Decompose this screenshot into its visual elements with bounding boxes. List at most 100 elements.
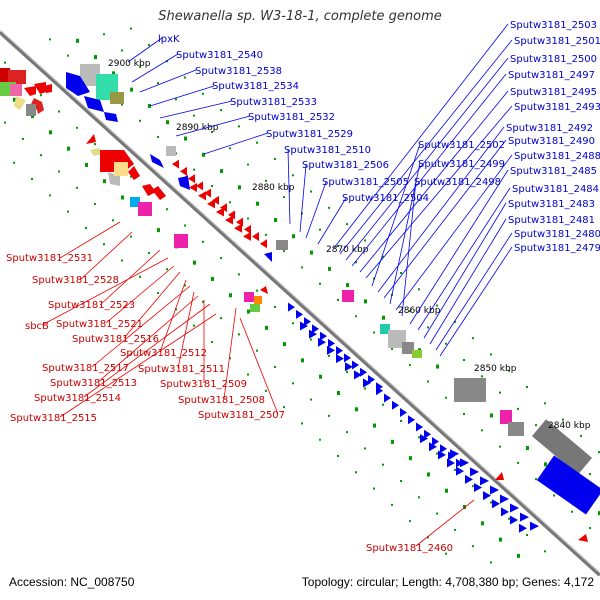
gene-feature[interactable] xyxy=(438,450,446,460)
gene-feature[interactable] xyxy=(344,353,351,363)
gene-label[interactable]: Sputw3181_2511 xyxy=(138,364,225,375)
gene-feature[interactable] xyxy=(412,350,422,358)
gene-feature[interactable] xyxy=(519,523,527,533)
gene-feature[interactable] xyxy=(531,419,593,475)
gene-feature[interactable] xyxy=(296,309,303,319)
gene-feature[interactable] xyxy=(376,386,383,396)
gene-feature[interactable] xyxy=(440,444,447,454)
gene-feature[interactable] xyxy=(142,184,156,196)
gene-feature[interactable] xyxy=(465,474,473,484)
gene-label[interactable]: Sputw3181_2481 xyxy=(508,215,595,226)
gene-feature[interactable] xyxy=(178,176,190,190)
gene-feature[interactable] xyxy=(578,534,588,542)
gene-feature[interactable] xyxy=(66,72,90,96)
gene-feature[interactable] xyxy=(138,202,152,216)
gene-label[interactable]: Sputw3181_2499 xyxy=(418,159,505,170)
gene-label[interactable]: Sputw3181_2504 xyxy=(342,193,429,204)
gene-label[interactable]: Sputw3181_2505 xyxy=(322,177,409,188)
gene-feature[interactable] xyxy=(174,234,188,248)
gene-feature[interactable] xyxy=(328,338,335,348)
gene-feature[interactable] xyxy=(14,96,26,110)
gene-feature[interactable] xyxy=(501,507,509,517)
gene-feature[interactable] xyxy=(402,342,414,354)
gene-label[interactable]: Sputw3181_2523 xyxy=(48,300,135,311)
gene-feature[interactable] xyxy=(424,429,431,439)
gene-feature[interactable] xyxy=(352,360,359,370)
gene-feature[interactable] xyxy=(447,458,455,468)
gene-feature[interactable] xyxy=(207,199,215,209)
gene-feature[interactable] xyxy=(90,148,102,156)
gene-label[interactable]: Sputw3181_2538 xyxy=(195,66,282,77)
gene-feature[interactable] xyxy=(130,197,140,207)
gene-feature[interactable] xyxy=(34,82,46,94)
gene-feature[interactable] xyxy=(152,186,166,200)
gene-feature[interactable] xyxy=(276,240,288,250)
gene-feature[interactable] xyxy=(260,286,268,294)
gene-feature[interactable] xyxy=(166,146,176,156)
gene-feature[interactable] xyxy=(189,183,197,193)
gene-feature[interactable] xyxy=(80,64,100,86)
gene-feature[interactable] xyxy=(44,84,52,93)
gene-label[interactable]: Sputw3181_2513 xyxy=(50,378,137,389)
gene-label[interactable]: Sputw3181_2498 xyxy=(414,177,501,188)
gene-feature[interactable] xyxy=(264,252,272,262)
gene-label[interactable]: Sputw3181_2521 xyxy=(56,319,143,330)
gene-feature[interactable] xyxy=(432,436,439,446)
gene-feature[interactable] xyxy=(36,102,44,114)
gene-feature[interactable] xyxy=(336,346,343,356)
gene-feature[interactable] xyxy=(492,499,500,509)
gene-feature[interactable] xyxy=(304,317,311,327)
gene-feature[interactable] xyxy=(312,324,319,334)
gene-feature[interactable] xyxy=(250,304,260,312)
gene-feature[interactable] xyxy=(196,181,203,191)
gene-feature[interactable] xyxy=(188,174,195,184)
gene-label[interactable]: Sputw3181_2529 xyxy=(266,129,353,140)
gene-feature[interactable] xyxy=(495,472,504,480)
gene-feature[interactable] xyxy=(384,393,391,403)
gene-feature[interactable] xyxy=(508,422,524,436)
gene-feature[interactable] xyxy=(408,415,415,425)
gene-feature[interactable] xyxy=(470,467,479,477)
gene-feature[interactable] xyxy=(180,166,187,176)
gene-label[interactable]: Sputw3181_2506 xyxy=(302,160,389,171)
gene-feature[interactable] xyxy=(288,302,295,312)
gene-label[interactable]: Sputw3181_2497 xyxy=(508,70,595,81)
gene-feature[interactable] xyxy=(234,223,242,233)
gene-feature[interactable] xyxy=(10,84,22,96)
gene-feature[interactable] xyxy=(252,232,259,242)
gene-feature[interactable] xyxy=(363,378,371,388)
gene-label[interactable]: Sputw3181_2500 xyxy=(510,54,597,65)
gene-label[interactable]: Sputw3181_2540 xyxy=(176,50,263,61)
gene-feature[interactable] xyxy=(254,296,262,304)
gene-feature[interactable] xyxy=(24,86,36,96)
gene-feature[interactable] xyxy=(260,239,267,249)
gene-feature[interactable] xyxy=(490,485,499,495)
gene-feature[interactable] xyxy=(460,458,469,468)
gene-feature[interactable] xyxy=(327,345,335,355)
gene-label[interactable]: Sputw3181_2484 xyxy=(512,184,599,195)
gene-feature[interactable] xyxy=(520,512,529,522)
gene-feature[interactable] xyxy=(400,408,407,417)
gene-feature[interactable] xyxy=(500,410,512,424)
gene-label[interactable]: lpxK xyxy=(158,34,180,45)
gene-feature[interactable] xyxy=(536,455,600,515)
gene-label[interactable]: sbcB xyxy=(25,321,49,332)
gene-feature[interactable] xyxy=(300,321,308,331)
gene-label[interactable]: Sputw3181_2493 xyxy=(514,102,600,113)
gene-feature[interactable] xyxy=(128,166,140,180)
gene-feature[interactable] xyxy=(104,112,118,122)
gene-label[interactable]: Sputw3181_2517 xyxy=(42,363,129,374)
gene-feature[interactable] xyxy=(110,92,124,104)
gene-label[interactable]: Sputw3181_2479 xyxy=(514,243,600,254)
gene-label[interactable]: Sputw3181_2460 xyxy=(366,543,453,554)
gene-label[interactable]: Sputw3181_2508 xyxy=(178,395,265,406)
gene-label[interactable]: Sputw3181_2485 xyxy=(510,166,597,177)
gene-feature[interactable] xyxy=(244,292,254,302)
gene-label[interactable]: Sputw3181_2490 xyxy=(508,136,595,147)
gene-label[interactable]: Sputw3181_2501 xyxy=(514,36,600,47)
gene-feature[interactable] xyxy=(204,188,211,198)
gene-feature[interactable] xyxy=(354,370,362,380)
gene-feature[interactable] xyxy=(220,203,227,213)
gene-label[interactable]: Sputw3181_2532 xyxy=(248,112,335,123)
gene-feature[interactable] xyxy=(380,324,390,334)
